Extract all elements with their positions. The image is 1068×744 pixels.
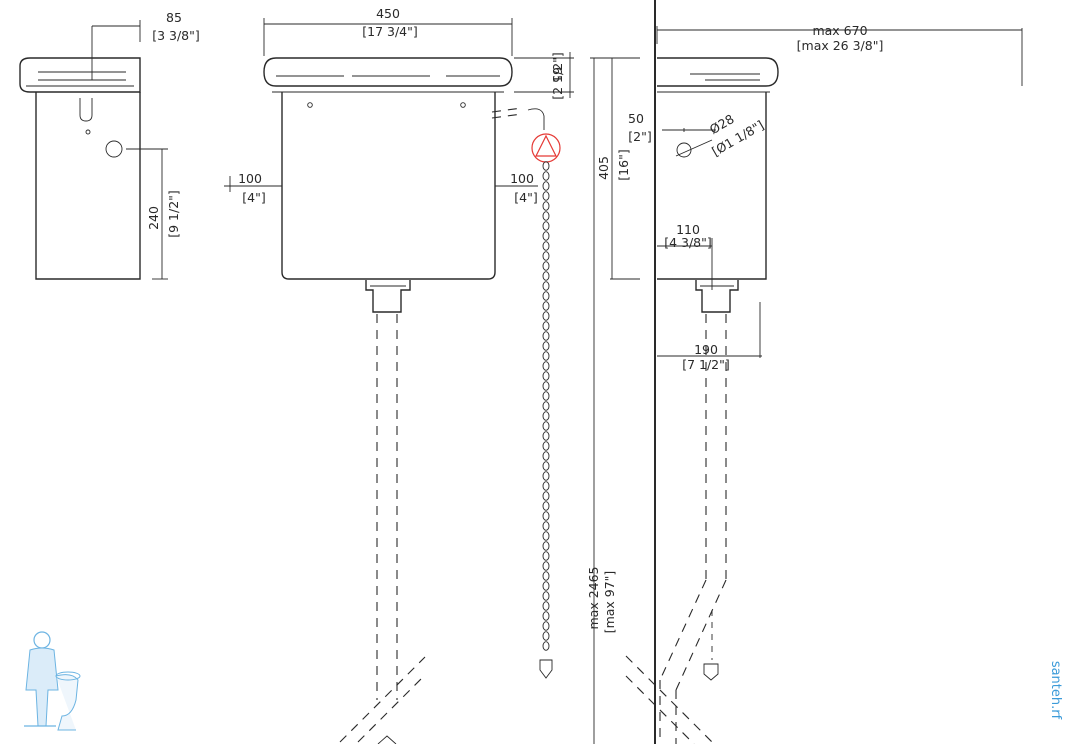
chain-link	[542, 181, 550, 191]
dim-50-mm: 50	[628, 111, 644, 126]
right-side-view: 50 [2"] Ø28 [Ø1 1/8"] 405 [16"] max 2465…	[586, 0, 1023, 744]
lever-hook	[527, 108, 545, 130]
chain-link	[542, 341, 550, 351]
chain-link	[542, 571, 550, 581]
dim-100-right-mm: 100	[510, 171, 534, 186]
dim-65-mm: 65	[550, 67, 565, 83]
chain-link	[542, 461, 550, 471]
chain-link	[542, 601, 550, 611]
chain-link	[542, 211, 550, 221]
front-view-body	[281, 92, 496, 280]
chain-link	[542, 611, 550, 621]
chain-link	[542, 311, 550, 321]
side-view-body	[35, 92, 141, 280]
chain-link	[542, 171, 550, 181]
dim-110-in: [4 3/8"]	[664, 235, 712, 250]
chain-link	[542, 391, 550, 401]
chain-link	[542, 631, 550, 641]
chain-link	[542, 501, 550, 511]
dim-85-in: [3 3/8"]	[152, 28, 200, 43]
dim-65-in: [2 1/2"]	[550, 52, 565, 100]
chain-link	[542, 441, 550, 451]
pull-handle-icon	[531, 133, 561, 163]
inlet-hole	[105, 140, 123, 158]
front-view: 450 [17 3/4"] 65 [2 1/2"] 100 [4"] 100 […	[224, 6, 574, 744]
chain-link	[542, 531, 550, 541]
right-outlet	[695, 280, 739, 313]
dim-450-mm: 450	[376, 6, 400, 21]
dim-190-mm: 190	[694, 342, 718, 357]
dim-100-left-mm: 100	[238, 171, 262, 186]
dim-50-in: [2"]	[628, 129, 651, 144]
chain-link	[542, 541, 550, 551]
chain-link	[542, 411, 550, 421]
dim-240-in: [9 1/2"]	[166, 190, 181, 238]
dim-405-mm: 405	[596, 156, 611, 180]
dim-240-mm: 240	[146, 206, 161, 230]
chain-link	[542, 511, 550, 521]
right-body	[657, 92, 767, 280]
flush-outlet	[365, 280, 411, 313]
chain-link	[542, 301, 550, 311]
dim-max-670-in: [max 26 3/8"]	[797, 38, 884, 53]
dim-max-2465-in: [max 97"]	[602, 571, 617, 634]
chain-link	[542, 321, 550, 331]
chain-link	[542, 271, 550, 281]
dim-100-left-in: [4"]	[242, 190, 265, 205]
dim-110-mm: 110	[676, 222, 700, 237]
chain-link	[542, 491, 550, 501]
chain-link	[542, 251, 550, 261]
dim-85-mm: 85	[166, 10, 182, 25]
chain-link	[542, 401, 550, 411]
side-view-slot	[79, 98, 93, 122]
chain-link	[542, 361, 550, 371]
chain-link	[542, 161, 550, 171]
chain-link	[542, 591, 550, 601]
side-view: 85 [3 3/8"] 240 [9 1/2"]	[19, 10, 200, 280]
pull-chain	[542, 161, 550, 651]
plumber-mascot-logo	[24, 631, 81, 731]
chain-link	[542, 581, 550, 591]
dim-450-in: [17 3/4"]	[362, 24, 418, 39]
chain-link	[542, 431, 550, 441]
dim-405-in: [16"]	[616, 149, 631, 180]
chain-link	[542, 281, 550, 291]
chain-link	[542, 351, 550, 361]
dim-max-2465-mm: max 2465	[586, 566, 601, 629]
front-view-lid	[263, 57, 513, 87]
chain-link	[542, 521, 550, 531]
chain-link	[542, 641, 550, 651]
chain-link	[542, 231, 550, 241]
chain-link	[542, 241, 550, 251]
side-view-lid	[19, 57, 141, 93]
chain-link	[542, 261, 550, 271]
chain-link	[542, 471, 550, 481]
chain-link	[542, 421, 550, 431]
chain-link	[542, 331, 550, 341]
chain-link	[542, 221, 550, 231]
right-lid	[657, 57, 779, 87]
dim-max-670-mm: max 670	[812, 23, 867, 38]
watermark-text: santeh.rf	[1048, 661, 1063, 720]
chain-link	[542, 621, 550, 631]
chain-link	[542, 291, 550, 301]
chain-handle	[539, 659, 553, 679]
chain-link	[542, 481, 550, 491]
chain-link	[542, 191, 550, 201]
chain-link	[542, 371, 550, 381]
chain-link	[542, 381, 550, 391]
chain-link	[542, 551, 550, 561]
chain-link	[542, 561, 550, 571]
dim-190-in: [7 1/2"]	[682, 357, 730, 372]
chain-link	[542, 451, 550, 461]
right-inlet-hole	[676, 142, 692, 158]
dim-100-right-in: [4"]	[514, 190, 537, 205]
chain-link	[542, 201, 550, 211]
